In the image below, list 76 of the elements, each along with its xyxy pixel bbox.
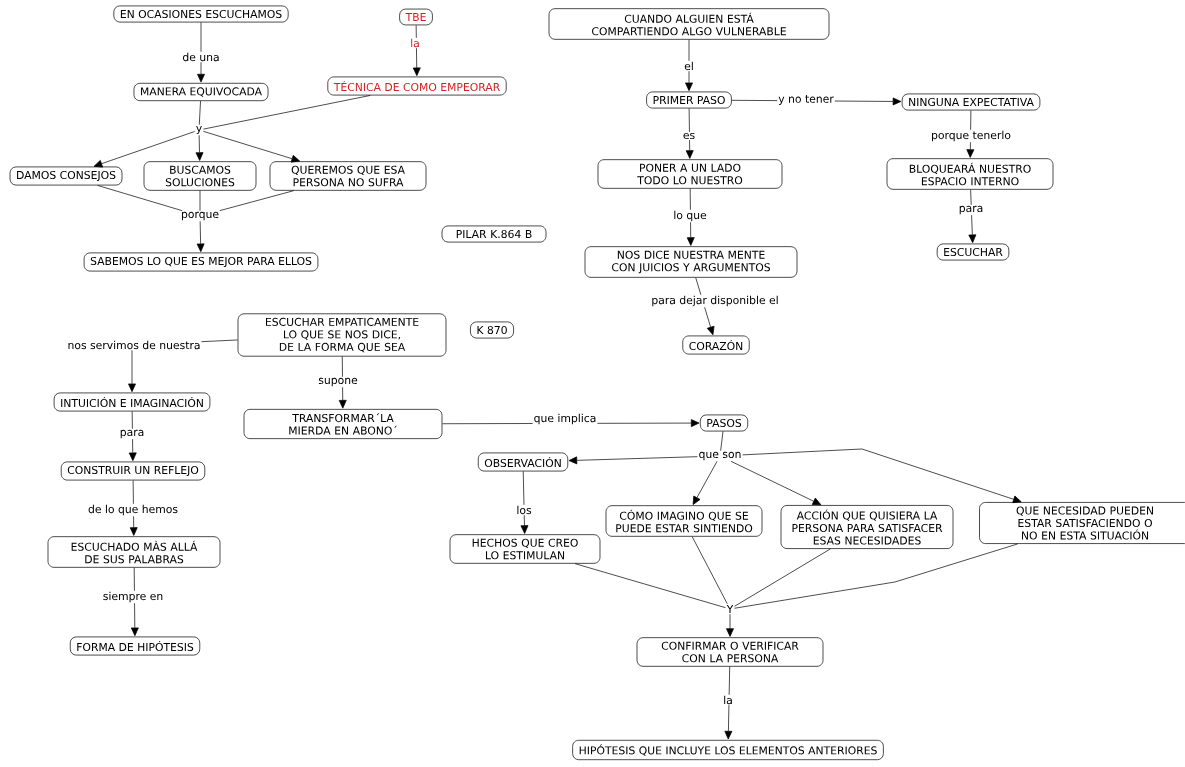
concept-box: PILAR K.864 B	[441, 225, 547, 243]
concept-box: QUE NECESIDAD PUEDEN ESTAR SATISFACIENDO O NO EN ESTA SITUACIÓN	[979, 502, 1185, 544]
edge-label: para	[118, 428, 146, 440]
concept-box: MANERA EQUIVOCADA	[133, 82, 269, 102]
arrow	[724, 666, 733, 740]
concept-box: ESCUCHAR EMPATICAMENTE LO QUE SE NOS DICE, DE LA FORMA QUE SEA	[237, 313, 447, 357]
concept-box: INTUICIÓN E IMAGINACIÓN	[53, 392, 211, 412]
concept-box: TÉCNICA DE COMO EMPEORAR	[327, 76, 507, 96]
concept-box: PASOS	[699, 414, 749, 432]
concept-box: K 870	[470, 321, 514, 339]
arrow	[197, 22, 205, 83]
concept-box: QUEREMOS QUE ESA PERSONA NO SUFRA	[269, 161, 427, 191]
arrow	[93, 131, 195, 168]
concept-box: CÓMO IMAGINO QUE SE PUEDE ESTAR SINTIENDO	[605, 505, 763, 537]
edge-label: lo que	[672, 209, 708, 223]
arrow	[203, 131, 300, 163]
arrow	[966, 110, 975, 158]
edge-label: y no tener	[777, 94, 835, 106]
edge-label: porque tenerlo	[930, 129, 1012, 143]
concept-box: FORMA DE HIPÓTESIS	[69, 636, 201, 656]
concept-box: NINGUNA EXPECTATIVA	[901, 93, 1041, 111]
arrow	[195, 134, 204, 161]
concept-box: DAMOS CONSEJOS	[9, 166, 123, 186]
arrow	[196, 221, 205, 253]
concept-box: BUSCAMOS SOLUCIONES	[143, 161, 257, 191]
edge-label: siempre en	[101, 590, 165, 604]
concept-box: TBE	[399, 8, 433, 26]
concept-box: CONSTRUIR UN REFLEJO	[60, 461, 206, 481]
linking-phrase: porque	[180, 210, 221, 222]
arrow	[338, 356, 347, 409]
edge-label: para dejar disponible el	[650, 294, 780, 308]
linking-phrase: que son	[697, 450, 743, 462]
arrow	[520, 471, 529, 534]
arrow	[726, 613, 734, 637]
edge-label: supone	[317, 376, 359, 388]
arrow	[129, 480, 138, 536]
arrow	[130, 567, 139, 637]
concept-box: CORAZÓN	[682, 335, 750, 355]
arrow	[128, 411, 137, 462]
arrow	[685, 39, 693, 92]
concept-box: BLOQUEARÁ NUESTRO ESPACIO INTERNO	[886, 158, 1054, 190]
concept-box: PRIMER PASO	[646, 91, 732, 109]
edge-label: nos servimos de nuestra	[66, 339, 202, 351]
edge-label: la	[409, 37, 421, 49]
edge-label: de lo que hemos	[87, 503, 179, 517]
edge-label: la	[722, 694, 734, 706]
concept-box: NOS DICE NUESTRA MENTE CON JUICIOS Y ARGUMENTOS	[584, 246, 798, 278]
concept-box: EN OCASIONES ESCUCHAMOS	[113, 5, 289, 23]
concept-box: SABEMOS LO QUE ES MEJOR PARA ELLOS	[83, 252, 319, 272]
arrow	[685, 108, 694, 159]
concept-box: PONER A UN LADO TODO LO NUESTRO	[597, 159, 783, 189]
arrow	[742, 448, 1022, 504]
concept-box: TRANSFORMAR´LA MIERDA EN ABONO´	[243, 409, 443, 439]
edge-label: es	[681, 131, 697, 141]
concept-box: CUANDO ALGUIEN ESTÁ COMPARTIENDO ALGO VULNERABLE	[548, 8, 830, 40]
concept-box: HIPÓTESIS QUE INCLUYE LOS ELEMENTOS ANTERIORES	[572, 739, 884, 761]
concept-box: ACCIÓN QUE QUISIERA LA PERSONA PARA SATISFACER ESAS NECESIDADES	[780, 505, 954, 549]
concept-box: ESCUCHAR	[936, 243, 1010, 261]
arrow	[412, 24, 421, 77]
arrow	[568, 456, 698, 465]
edge-label: que implica	[532, 412, 598, 426]
edge-label: los	[515, 504, 533, 516]
linking-phrase: y	[194, 124, 204, 136]
edge-label: el	[683, 60, 695, 72]
linking-phrase: Y	[725, 604, 735, 614]
arrow	[695, 277, 715, 336]
arrow	[968, 189, 977, 244]
arrow	[730, 461, 822, 506]
concept-box: CONFIRMAR O VERIFICAR CON LA PERSONA	[636, 637, 824, 667]
concept-box: ESCUCHADO MÀS ALLÁ DE SUS PALABRAS	[47, 536, 221, 568]
edge-label: para	[957, 204, 985, 216]
edge-label: de una	[181, 51, 221, 63]
concept-box: HECHOS QUE CREO LO ESTIMULAN	[449, 534, 601, 564]
arrow	[692, 461, 718, 505]
concept-box: OBSERVACIÓN	[477, 452, 569, 472]
arrow	[686, 188, 695, 246]
